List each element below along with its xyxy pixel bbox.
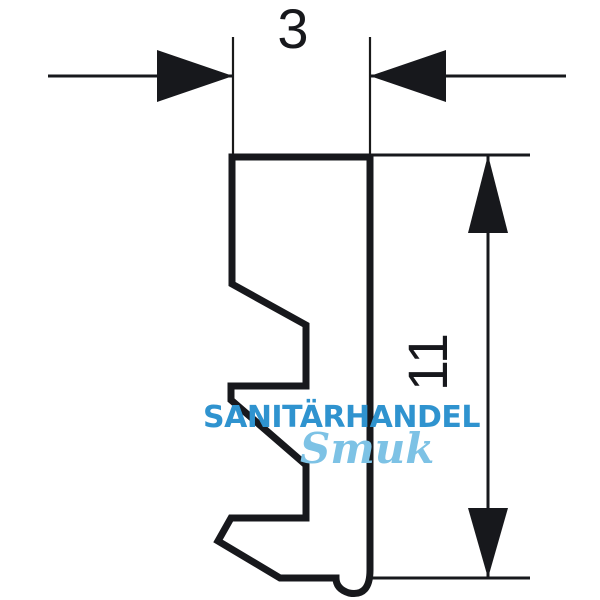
width-dimension-label: 3 xyxy=(277,0,308,60)
profile-outline xyxy=(213,153,374,597)
width-dimension-group: 3 xyxy=(48,0,566,160)
width-arrowhead-left xyxy=(157,50,233,102)
height-dimension-group: 11 xyxy=(368,153,530,580)
watermark-brand-script: Smuk xyxy=(300,424,434,473)
height-arrowhead-top xyxy=(468,155,508,233)
height-dimension-label: 11 xyxy=(396,333,459,391)
height-arrowhead-bottom xyxy=(468,508,508,578)
width-arrowhead-right xyxy=(370,50,446,102)
watermark-brand-name: SANITÄRHANDEL xyxy=(203,399,480,435)
watermark-group: SANITÄRHANDEL Smuk xyxy=(203,399,481,473)
